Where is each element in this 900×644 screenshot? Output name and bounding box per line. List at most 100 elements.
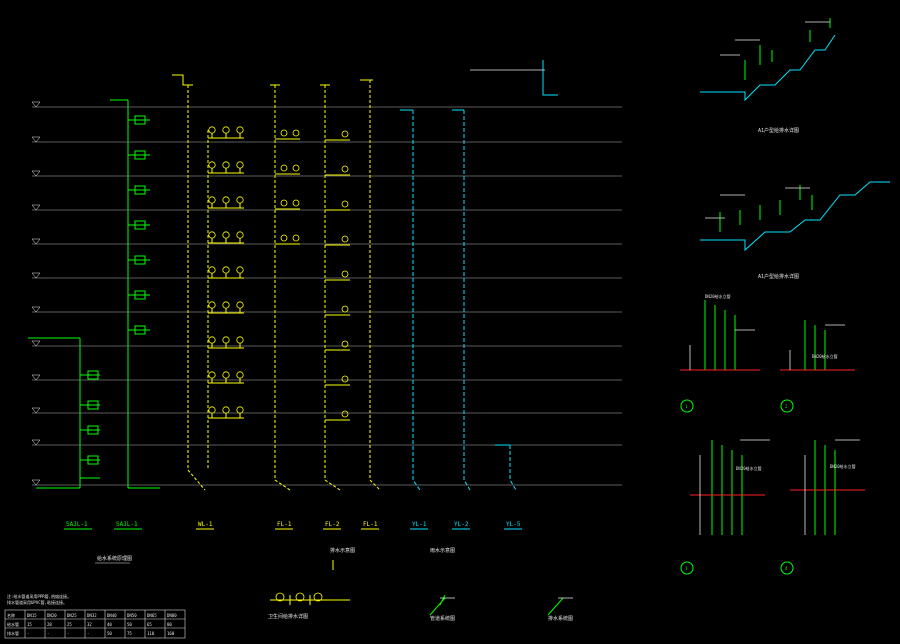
water-meter (87, 455, 99, 465)
water-meter (134, 325, 146, 335)
table-cell: DN20 (47, 613, 57, 618)
detail-b-leader (705, 187, 810, 219)
detail-number: 3 (685, 566, 688, 571)
supply-meter-ladder (128, 119, 150, 331)
table-cell: 40 (107, 622, 112, 627)
floor-lines (31, 101, 622, 486)
fixture-symbol (341, 200, 349, 208)
fixture-symbol (341, 270, 349, 278)
section-4-leader (804, 439, 860, 535)
fixture-symbol (292, 129, 300, 137)
rain-riser-group (400, 60, 558, 491)
level-marker-icon (31, 374, 41, 381)
fixture-symbol (341, 375, 349, 383)
table-cell: 65 (147, 622, 152, 627)
section-note: DN20给水立管 (830, 463, 856, 469)
table-cell: 50 (127, 622, 132, 627)
table-frame (4, 609, 186, 639)
level-marker-icon (31, 407, 41, 414)
detail-number: 4 (785, 566, 788, 571)
fixture-detail-title: 卫生间给排水详图 (268, 613, 308, 620)
detail-number: 1 (685, 404, 688, 409)
section-3-pipes (711, 440, 743, 535)
detail-number: 2 (785, 404, 788, 409)
riser-label: FL-1 (363, 521, 378, 528)
diagram-titles: 给水系统原理图 排水示意图 雨水示意图 卫生间给排水详图 管道系统图 排水系统图… (95, 127, 799, 622)
riser-label: FL-2 (325, 521, 340, 528)
table-cell: DN32 (87, 613, 97, 618)
detail-b-title: A1户型给排水详图 (758, 273, 799, 280)
table-cell: DN80 (167, 613, 177, 618)
table-cell: 160 (167, 631, 175, 636)
table-cell: 排水管 (7, 630, 19, 636)
table-cell: - (87, 631, 89, 636)
section-note: DN20给水立管 (812, 353, 838, 359)
fixture-symbol (341, 305, 349, 313)
drain-riser-fl3 (369, 80, 381, 491)
table-cell: 给水管 (7, 621, 19, 627)
table-cell: 110 (147, 631, 155, 636)
drain-riser-fl2 (324, 85, 341, 491)
supply-riser-lower (28, 337, 81, 489)
table-cell: 20 (47, 622, 52, 627)
level-marker-icon (31, 272, 41, 279)
rain-riser-yl2 (463, 110, 471, 491)
rain-riser-yl5 (509, 445, 517, 491)
water-meter (134, 115, 146, 125)
water-meter (87, 400, 99, 410)
water-meter (134, 150, 146, 160)
drain-vent-wl1 (172, 74, 193, 86)
level-marker-icon (31, 439, 41, 446)
supply-branch-lower (80, 374, 100, 479)
table-cell: DN50 (127, 613, 137, 618)
table-cell: - (47, 631, 49, 636)
drain-riser-fl1 (274, 85, 291, 491)
supply-riser-main (110, 99, 160, 489)
table-note: 注:给水管道采用PPR管,热熔连接。 (7, 593, 71, 599)
rain-roof-pipe (542, 60, 558, 96)
table-cell: DN65 (147, 613, 157, 618)
level-marker-icon (31, 479, 41, 486)
fixture-symbol (280, 164, 288, 172)
riser-label: SAJL-1 (116, 521, 138, 528)
level-marker-icon (31, 306, 41, 313)
table-cell: - (67, 631, 69, 636)
table-cell: 名称 (7, 612, 15, 618)
detail-marker-2 (780, 399, 794, 413)
fixture-symbol (341, 340, 349, 348)
supply-system-title: 给水系统原理图 (97, 555, 132, 562)
detail-a-pipe (700, 34, 836, 102)
riser-label: WL-1 (198, 521, 213, 528)
riser-label: FL-1 (277, 521, 292, 528)
level-marker-icon (31, 101, 41, 108)
section-note: DN20给水立管 (736, 465, 762, 471)
fixture-symbol (292, 164, 300, 172)
supply-riser-group (28, 99, 160, 489)
drain-riser-wl1 (187, 85, 206, 491)
fixture-symbol (341, 165, 349, 173)
section-note: DN20给水立管 (705, 293, 731, 299)
level-marker-icon (31, 238, 41, 245)
section-1-leader (689, 329, 755, 370)
section-2-leader (789, 324, 845, 370)
riser-label: YL-1 (412, 521, 427, 528)
table-cell: - (27, 631, 29, 636)
detail-b-pipe (700, 181, 890, 252)
table-cell: DN40 (107, 613, 117, 618)
table-cell: 50 (107, 631, 112, 636)
riser-label: YL-2 (454, 521, 469, 528)
detail-a-branch (744, 18, 831, 80)
detail-b-branch (719, 185, 813, 232)
water-meter (134, 255, 146, 265)
table-note: 排水管道采用UPVC管,粘接连接。 (7, 599, 67, 605)
table-cell: 25 (67, 622, 72, 627)
fixture-symbol (341, 235, 349, 243)
table-cell: 15 (27, 622, 32, 627)
legend-green-pipe (429, 594, 564, 616)
detail-marker-1 (680, 399, 694, 413)
detail-a-title: A1户型给排水详图 (758, 127, 799, 134)
section-2-pipes (804, 320, 826, 370)
rain-legend-title: 雨水示意图 (430, 547, 455, 554)
fixture-symbol (280, 199, 288, 207)
water-meter (87, 370, 99, 380)
